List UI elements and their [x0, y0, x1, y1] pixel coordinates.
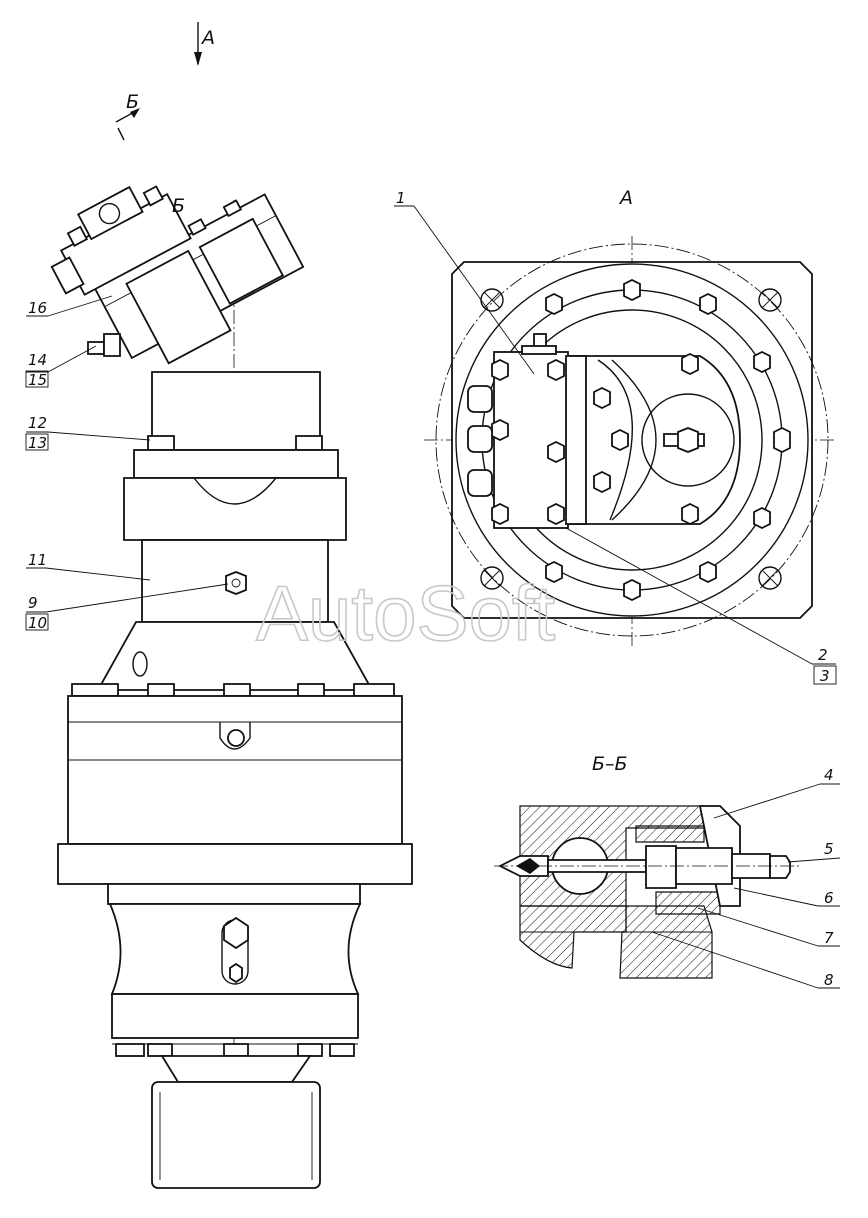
section-mark-b-top	[115, 108, 140, 141]
motor-plan-outline	[559, 355, 741, 525]
callout-5: 5	[824, 840, 834, 858]
callout-1: 1	[396, 189, 406, 207]
flange-bolts-row-1	[71, 683, 395, 697]
hydraulic-motor	[50, 185, 305, 365]
plug-9-10	[225, 571, 247, 595]
callout-11: 11	[28, 551, 47, 569]
leader-lines-view-a	[394, 205, 836, 665]
callout-16: 16	[28, 299, 47, 317]
callout-3: 3	[820, 667, 830, 685]
output-shaft-gear	[151, 1081, 321, 1189]
callout-6: 6	[824, 889, 834, 907]
callout-13: 13	[28, 434, 47, 452]
fitting	[87, 333, 121, 357]
corner-holes	[480, 288, 782, 590]
callout-15-box	[25, 370, 49, 388]
main-side-view: Б	[50, 22, 413, 1190]
view-a	[424, 236, 836, 648]
view-a-title: А	[618, 187, 633, 209]
flange-upper	[133, 449, 339, 479]
callout-2: 2	[818, 646, 828, 664]
view-arrow-a	[194, 22, 202, 66]
brake-cutout	[193, 477, 277, 505]
section-b-b-title: Б–Б	[592, 753, 628, 775]
side-fittings	[467, 385, 493, 497]
section-mark-b-motor: Б	[172, 195, 185, 217]
bolts-12-13	[147, 435, 323, 451]
callout-10-box	[25, 613, 49, 631]
callout-7: 7	[824, 929, 834, 947]
callout-8: 8	[824, 971, 834, 989]
mounting-flange	[57, 843, 413, 885]
adapter-housing	[151, 371, 321, 451]
leader-lines-main	[26, 295, 229, 613]
flange-bolts-row-2	[112, 1043, 358, 1057]
callout-4: 4	[824, 766, 834, 784]
bolt-circle	[545, 278, 791, 602]
callout-9: 9	[28, 594, 38, 612]
callout-12: 12	[28, 414, 47, 432]
lower-flange	[111, 993, 359, 1039]
valve-block-bolts	[491, 352, 699, 526]
gearbox-housing	[67, 695, 403, 845]
section-b-b	[494, 805, 800, 979]
callout-13-box	[25, 433, 49, 451]
callout-3-box	[813, 665, 837, 685]
brake-housing	[123, 477, 347, 541]
callout-10: 10	[28, 614, 47, 632]
section-mark-b-label: Б	[126, 91, 139, 113]
callout-14: 14	[28, 351, 47, 369]
callout-15: 15	[28, 371, 47, 389]
leader-lines-section	[651, 783, 841, 989]
view-arrow-a-label: А	[200, 27, 215, 49]
watermark: AutoSoft	[256, 569, 556, 657]
motor-housing-block	[125, 249, 232, 365]
section-body-lower	[619, 905, 713, 979]
